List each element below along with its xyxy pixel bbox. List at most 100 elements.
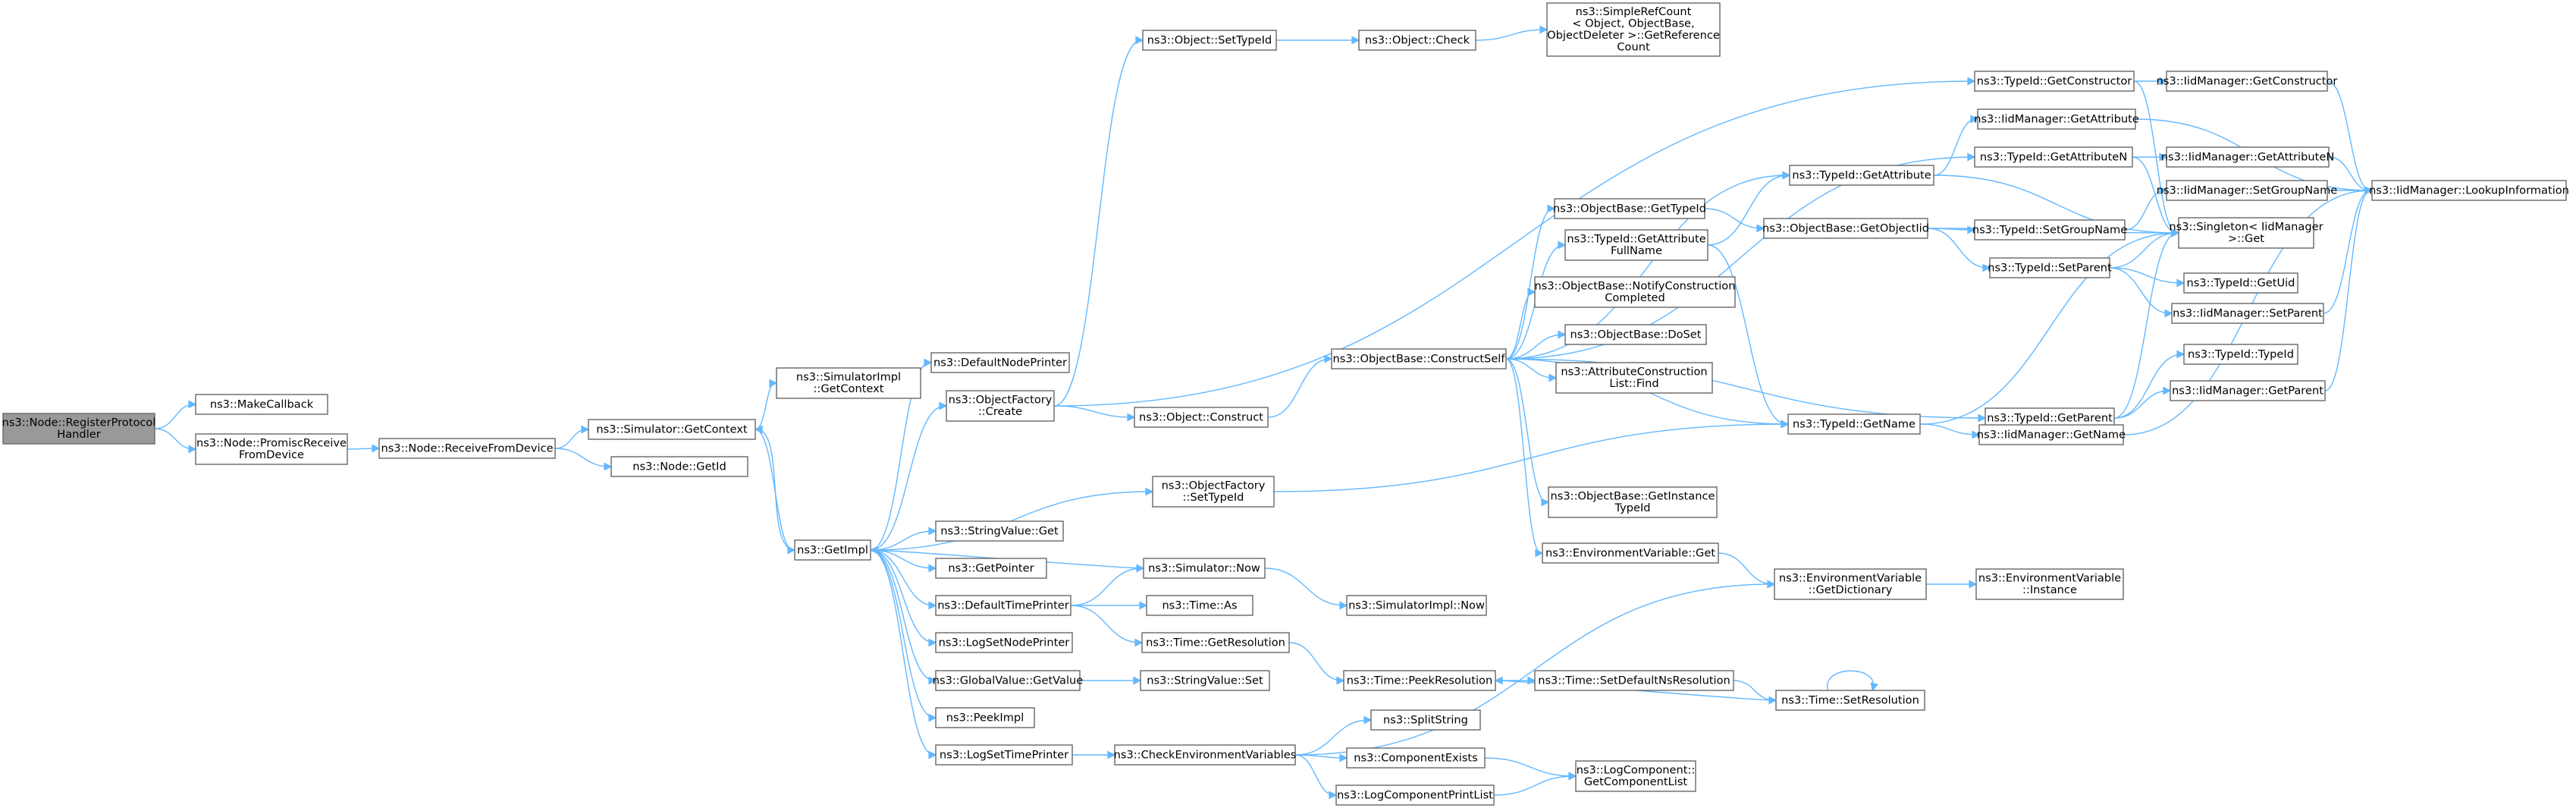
node-box	[1140, 670, 1270, 691]
node-label-line: Count	[1617, 41, 1650, 54]
node-n50[interactable]: ns3::TypeId::GetAttributeN	[1974, 146, 2133, 168]
node-n59[interactable]: ns3::TypeId::GetUid	[2183, 272, 2298, 294]
edge-line	[1933, 118, 1977, 176]
node-n41[interactable]: ns3::ObjectBase::DoSet	[1564, 324, 1707, 345]
node-n54[interactable]: ns3::IidManager::GetName	[1977, 424, 2126, 445]
node-n38[interactable]: ns3::ObjectBase::GetTypeId	[1553, 198, 1706, 219]
edge-arrowhead	[1135, 36, 1144, 45]
node-n61[interactable]: ns3::TypeId::TypeId	[2183, 344, 2298, 365]
node-n29[interactable]: ns3::SplitString	[1370, 709, 1481, 731]
node-n57[interactable]: ns3::IidManager::SetGroupName	[2157, 180, 2338, 201]
node-n6[interactable]: ns3::SimulatorImpl::GetContext	[776, 367, 921, 399]
node-n26[interactable]: ns3::Time::GetResolution	[1141, 632, 1290, 653]
node-n13[interactable]: ns3::DefaultTimePrinter	[935, 595, 1072, 616]
node-n23[interactable]: ns3::Simulator::Now	[1143, 558, 1266, 579]
edge-n55-n63	[2327, 80, 2374, 195]
node-n47[interactable]: ns3::TypeId::GetName	[1787, 413, 1921, 435]
node-n16[interactable]: ns3::PeekImpl	[935, 707, 1035, 728]
node-n55[interactable]: ns3::IidManager::GetConstructor	[2157, 71, 2338, 92]
node-n52[interactable]: ns3::TypeId::SetParent	[1988, 257, 2112, 278]
node-n9[interactable]: ns3::ObjectFactory::Create	[946, 390, 1055, 422]
node-n44[interactable]: ns3::EnvironmentVariable::Get	[1542, 542, 1719, 564]
edge-line	[1505, 174, 1789, 360]
node-n51[interactable]: ns3::TypeId::SetGroupName	[1972, 219, 2127, 241]
node-box	[1555, 362, 1713, 394]
node-box	[794, 539, 871, 561]
node-n8[interactable]: ns3::DefaultNodePrinter	[930, 352, 1070, 373]
node-n31[interactable]: ns3::LogComponentPrintList	[1335, 784, 1495, 806]
edge-line	[1718, 552, 1774, 585]
edge-arrowhead	[928, 676, 937, 685]
node-n36[interactable]: ns3::EnvironmentVariable::GetDictionary	[1774, 568, 1927, 600]
node-n33[interactable]: ns3::Time::PeekResolution	[1343, 670, 1496, 691]
edge-line	[1267, 358, 1331, 418]
node-n4[interactable]: ns3::Simulator::GetContext	[588, 419, 756, 440]
edge-arrowhead	[2364, 186, 2374, 195]
node-n20[interactable]: ns3::SimpleRefCount< Object, ObjectBase,…	[1546, 2, 1721, 57]
node-n45[interactable]: ns3::TypeId::GetAttribute	[1789, 165, 1934, 186]
node-n27[interactable]: ns3::StringValue::Set	[1140, 670, 1270, 691]
node-n56[interactable]: ns3::IidManager::GetAttributeN	[2161, 146, 2335, 168]
node-n35[interactable]: ns3::Time::SetResolution	[1775, 690, 1925, 711]
node-box	[378, 438, 556, 459]
node-n21[interactable]: ns3::Object::Construct	[1134, 407, 1269, 428]
node-n12[interactable]: ns3::GetPointer	[935, 558, 1047, 579]
node-n37[interactable]: ns3::EnvironmentVariable::Instance	[1975, 568, 2124, 600]
node-n24[interactable]: ns3::SimulatorImpl::Now	[1346, 595, 1487, 616]
node-n46[interactable]: ns3::ObjectBase::GetObjectIid	[1762, 218, 1929, 239]
node-n34[interactable]: ns3::Time::SetDefaultNsResolution	[1534, 670, 1734, 691]
node-label-line: ::GetContext	[813, 382, 883, 395]
node-n5[interactable]: ns3::Node::GetId	[610, 456, 748, 477]
edge-line	[870, 549, 935, 718]
node-label-line: ::Instance	[2022, 583, 2077, 596]
node-box	[1975, 568, 2124, 600]
node-label-line: ns3::ObjectBase::ConstructSelf	[1333, 352, 1506, 365]
node-n62[interactable]: ns3::IidManager::GetParent	[2170, 380, 2326, 401]
node-n49[interactable]: ns3::IidManager::GetAttribute	[1974, 108, 2139, 130]
node-n58[interactable]: ns3::Singleton< IidManager>::Get	[2169, 217, 2323, 249]
edge-line	[2323, 190, 2371, 314]
node-n3[interactable]: ns3::Node::ReceiveFromDevice	[378, 438, 556, 459]
node-n1[interactable]: ns3::MakeCallback	[195, 394, 328, 415]
node-n40[interactable]: ns3::ObjectBase::NotifyConstructionCompl…	[1534, 276, 1736, 308]
edge-arrowhead	[188, 445, 197, 454]
node-n14[interactable]: ns3::LogSetNodePrinter	[935, 632, 1073, 653]
node-n60[interactable]: ns3::IidManager::SetParent	[2171, 303, 2324, 324]
node-label-line: ns3::Singleton< IidManager	[2169, 221, 2323, 234]
edge-line	[1919, 423, 1978, 435]
edge-arrowhead	[1767, 580, 1776, 589]
node-n22[interactable]: ns3::ObjectBase::ConstructSelf	[1331, 348, 1507, 369]
node-n17[interactable]: ns3::LogSetTimePrinter	[935, 744, 1073, 766]
node-label-line: ns3::EnvironmentVariable	[1779, 572, 1922, 585]
edge-line	[1294, 754, 1335, 796]
node-n32[interactable]: ns3::LogComponent::GetComponentList	[1575, 760, 1696, 792]
node-n7[interactable]: ns3::GetImpl	[794, 539, 871, 561]
node-label-line: ::SetTypeId	[1183, 491, 1244, 504]
node-box	[1346, 747, 1486, 769]
node-box	[946, 390, 1055, 422]
edge-n46-n51	[1927, 225, 1976, 234]
node-label-line: ns3::IidManager::SetParent	[2173, 307, 2323, 319]
node-n19[interactable]: ns3::Object::Check	[1358, 30, 1476, 51]
node-label-line: ns3::DefaultTimePrinter	[937, 599, 1069, 612]
node-label-line: ns3::Time::As	[1162, 599, 1237, 612]
node-box	[1142, 30, 1277, 51]
node-n25[interactable]: ns3::Time::As	[1146, 595, 1253, 616]
node-n28[interactable]: ns3::CheckEnvironmentVariables	[1114, 744, 1297, 766]
edge-arrowhead	[2171, 228, 2180, 237]
edge-arrowhead	[1139, 601, 1148, 610]
node-n11[interactable]: ns3::StringValue::Get	[935, 520, 1064, 542]
node-label-line: ns3::TypeId::TypeId	[2188, 347, 2294, 360]
node-n63[interactable]: ns3::IidManager::LookupInformation	[2369, 180, 2569, 201]
node-n48[interactable]: ns3::TypeId::GetConstructor	[1974, 71, 2135, 92]
node-n10[interactable]: ns3::ObjectFactory::SetTypeId	[1152, 476, 1275, 508]
node-n15[interactable]: ns3::GlobalValue::GetValue	[933, 670, 1084, 691]
node-n30[interactable]: ns3::ComponentExists	[1346, 747, 1486, 769]
node-n18[interactable]: ns3::Object::SetTypeId	[1142, 30, 1277, 51]
